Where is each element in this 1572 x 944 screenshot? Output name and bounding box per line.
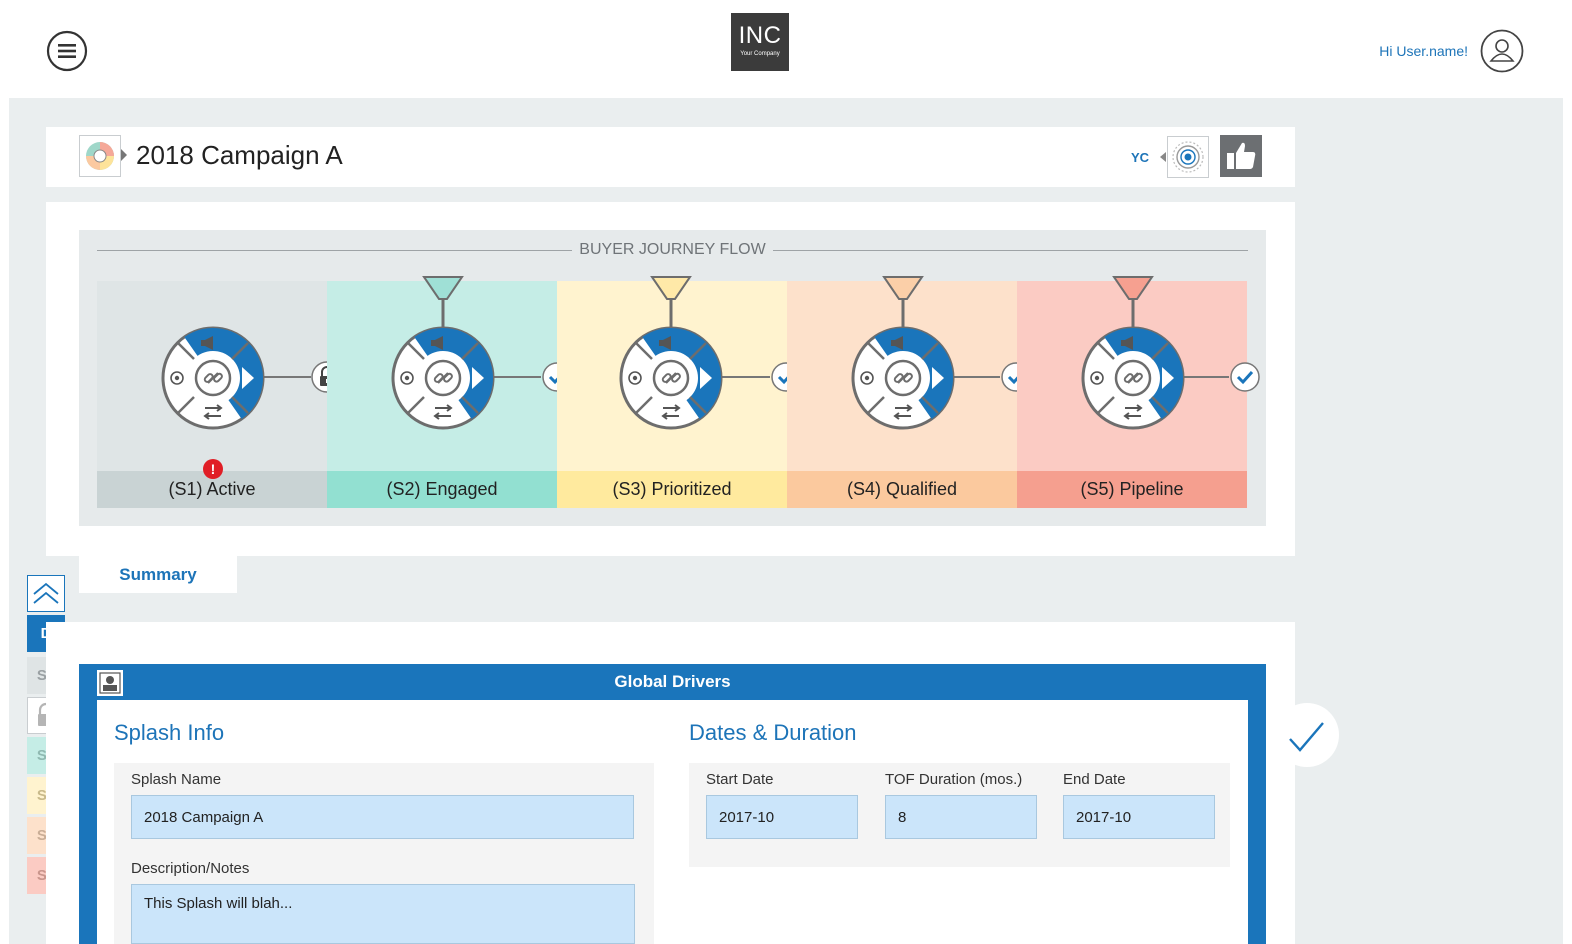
start-date-label: Start Date	[706, 771, 774, 788]
stage-connector-line	[1181, 376, 1229, 378]
target-button[interactable]	[1167, 136, 1209, 178]
target-icon	[1172, 141, 1204, 173]
splash-name-label: Splash Name	[131, 771, 222, 788]
top-header: INC Your Company Hi User.name!	[0, 0, 1572, 98]
description-label: Description/Notes	[131, 860, 250, 877]
thumbs-up-button[interactable]	[1220, 135, 1262, 177]
stage-label-s5[interactable]: (S5) Pipeline	[1017, 471, 1247, 508]
description-textarea[interactable]: This Splash will blah...	[131, 884, 635, 944]
company-logo[interactable]: INC Your Company	[731, 13, 789, 71]
campaign-title-bar	[46, 127, 1295, 187]
start-date-input[interactable]	[706, 795, 858, 839]
stage-label-s4[interactable]: (S4) Qualified	[787, 471, 1017, 508]
stage-connector-line	[261, 376, 311, 378]
stage-wheel-s2[interactable]	[391, 326, 495, 430]
global-drivers-title: Global Drivers	[614, 672, 731, 691]
stage-connector-line	[491, 376, 541, 378]
stage-column-s4: (S4) Qualified	[787, 281, 1017, 508]
thumbs-up-icon	[1227, 142, 1256, 169]
campaign-title: 2018 Campaign A	[136, 140, 343, 170]
journey-title-text: BUYER JOURNEY FLOW	[572, 241, 773, 258]
tof-duration-label: TOF Duration (mos.)	[885, 771, 1023, 788]
funnel-icon-s5[interactable]	[1112, 275, 1154, 327]
funnel-icon-s3[interactable]	[650, 275, 692, 327]
stage-connector-line	[719, 376, 770, 378]
check-icon	[1289, 722, 1324, 752]
checkmark-icon[interactable]	[1229, 361, 1261, 393]
chevrons-up-icon	[33, 582, 59, 604]
stage-wheel-s4[interactable]	[851, 326, 955, 430]
stage-connector-line	[951, 376, 1000, 378]
rail-collapse-button[interactable]	[27, 575, 65, 612]
journey-title: BUYER JOURNEY FLOW	[79, 241, 1266, 259]
title-caret-icon	[121, 149, 127, 161]
end-date-label: End Date	[1063, 771, 1126, 788]
stage-label-s2[interactable]: (S2) Engaged	[327, 471, 557, 508]
user-greeting[interactable]: Hi User.name!	[1379, 43, 1468, 59]
tab-summary[interactable]: Summary	[79, 556, 237, 593]
tof-duration-input[interactable]	[885, 795, 1037, 839]
stage-wheel-s3[interactable]	[619, 326, 723, 430]
user-avatar-icon[interactable]	[1480, 29, 1524, 73]
dates-duration-title: Dates & Duration	[689, 720, 857, 745]
stage-wheel-s1[interactable]	[161, 326, 265, 430]
splash-info-title: Splash Info	[114, 720, 225, 745]
stage-column-s2: (S2) Engaged	[327, 281, 557, 508]
funnel-icon-s4[interactable]	[882, 275, 924, 327]
funnel-icon-s2[interactable]	[422, 275, 464, 327]
splash-name-input[interactable]	[131, 795, 634, 839]
confirm-check-button[interactable]	[1275, 703, 1339, 767]
yc-label: YC	[1131, 150, 1150, 165]
end-date-input[interactable]	[1063, 795, 1215, 839]
logo-sub-text: Your Company	[740, 51, 780, 57]
hamburger-menu-icon[interactable]	[46, 30, 88, 72]
yc-caret-icon	[1160, 152, 1166, 162]
stage-label-s3[interactable]: (S3) Prioritized	[557, 471, 787, 508]
campaign-wheel-icon[interactable]	[79, 135, 121, 177]
alert-icon[interactable]: !	[203, 459, 223, 479]
stage-wheel-s5[interactable]	[1081, 326, 1185, 430]
drivers-icon	[97, 670, 123, 696]
logo-main-text: INC	[738, 22, 782, 49]
